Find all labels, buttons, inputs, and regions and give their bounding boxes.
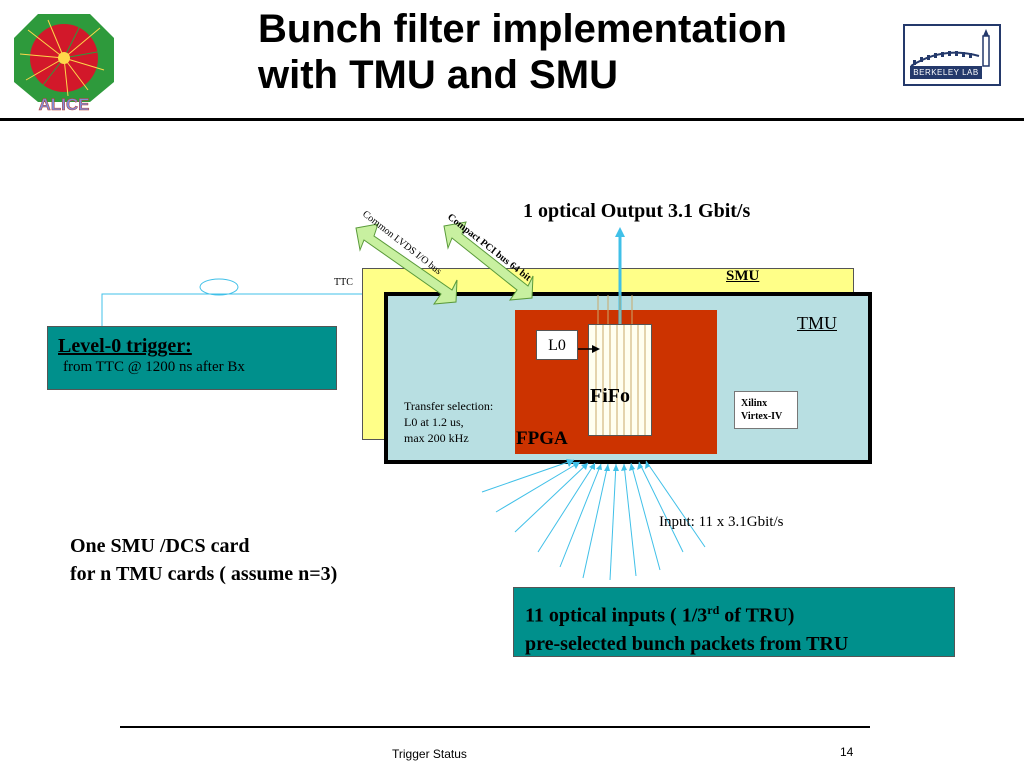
footer-divider — [120, 726, 870, 728]
trigger-title: Level-0 trigger: — [58, 335, 192, 357]
footer-text: Trigger Status — [392, 747, 467, 761]
fifo-label: FiFo — [590, 385, 630, 407]
alice-logo: ALICE — [8, 10, 120, 114]
input-label: Input: 11 x 3.1Gbit/s — [659, 514, 784, 530]
ttc-coil-icon — [199, 278, 239, 296]
smu-note-line-1: One SMU /DCS card — [70, 535, 250, 557]
xilinx-line-1: Xilinx — [741, 398, 768, 409]
smu-label: SMU — [726, 268, 760, 284]
alice-logo-text: ALICE — [39, 95, 90, 112]
transfer-line-2: L0 at 1.2 us, — [404, 415, 464, 429]
optical-inputs-post: of TRU) — [719, 604, 795, 627]
title-line-1: Bunch filter implementation — [258, 7, 787, 51]
fifo-block — [588, 324, 652, 436]
optical-inputs-box: 11 optical inputs ( 1/3rd of TRU) pre-se… — [513, 587, 955, 657]
transfer-selection-text: Transfer selection: L0 at 1.2 us, max 20… — [404, 398, 493, 446]
xilinx-line-2: Virtex-IV — [741, 411, 783, 422]
fpga-label: FPGA — [516, 428, 568, 449]
trigger-subtitle: from TTC @ 1200 ns after Bx — [63, 359, 245, 375]
ttc-line — [101, 293, 362, 326]
header-divider — [0, 118, 1024, 121]
optical-inputs-line-2: pre-selected bunch packets from TRU — [525, 632, 849, 655]
lvds-bus-arrow — [355, 223, 458, 305]
optical-inputs-line-1: 11 optical inputs ( 1/3rd of TRU) — [525, 596, 954, 630]
optical-inputs-pre: 11 optical inputs ( 1/3 — [525, 604, 708, 627]
l0-block: L0 — [536, 330, 578, 360]
pci-bus-arrow — [443, 221, 534, 301]
level0-trigger-box: Level-0 trigger: from TTC @ 1200 ns afte… — [47, 326, 337, 390]
optical-output-label: 1 optical Output 3.1 Gbit/s — [523, 200, 751, 222]
slide-title: Bunch filter implementation with TMU and… — [258, 6, 878, 98]
berkeley-lab-text: BERKELEY LAB — [910, 66, 982, 79]
title-line-2: with TMU and SMU — [258, 53, 618, 97]
smu-note-line-2: for n TMU cards ( assume n=3) — [70, 563, 338, 585]
transfer-line-1: Transfer selection: — [404, 399, 494, 413]
pci-bus-label: Compact PCI bus 64 bit — [445, 212, 533, 284]
ttc-label: TTC — [334, 277, 353, 288]
page-number: 14 — [840, 745, 854, 759]
xilinx-chip-label: Xilinx Virtex-IV — [734, 391, 798, 429]
berkeley-lab-logo: BERKELEY LAB — [903, 24, 1001, 86]
smu-dcs-note: One SMU /DCS card for n TMU cards ( assu… — [70, 532, 337, 588]
optical-inputs-sup: rd — [707, 603, 720, 617]
tmu-label: TMU — [797, 313, 837, 333]
transfer-line-3: max 200 kHz — [404, 431, 469, 445]
